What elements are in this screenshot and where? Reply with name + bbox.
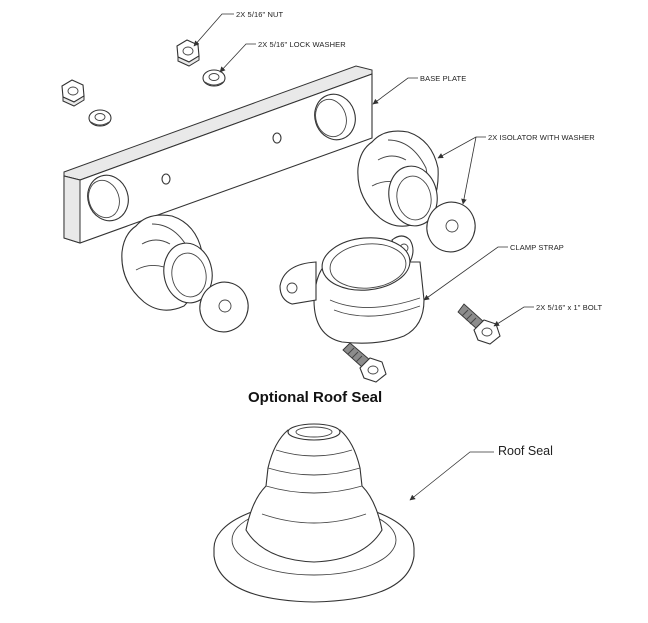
nut-top: [176, 39, 200, 67]
callout-bolt: 2X 5/16" x 1" BOLT: [536, 303, 603, 312]
base-plate: [63, 65, 373, 244]
roof-seal: [213, 423, 415, 603]
callout-clamp-strap: CLAMP STRAP: [510, 243, 564, 252]
washer-right: [426, 201, 476, 253]
nut-left: [61, 79, 85, 107]
roof-seal-label: Roof Seal: [498, 444, 553, 458]
leader-lines: [193, 13, 534, 501]
washer-left: [199, 281, 249, 333]
callout-nut: 2X 5/16" NUT: [236, 10, 284, 19]
isolator-right: [357, 130, 439, 227]
section-title: Optional Roof Seal: [248, 389, 383, 406]
lock-washer-top: [202, 69, 226, 87]
callout-lock-washer: 2X 5/16" LOCK WASHER: [258, 40, 346, 49]
callout-isolator: 2X ISOLATOR WITH WASHER: [488, 133, 595, 142]
lock-washer-left: [88, 109, 112, 127]
clamp-strap: [279, 235, 425, 344]
callout-base-plate: BASE PLATE: [420, 74, 467, 83]
isolator-left: [121, 214, 213, 311]
bolt-bottom: [342, 342, 387, 383]
bolt-right: [457, 303, 501, 345]
